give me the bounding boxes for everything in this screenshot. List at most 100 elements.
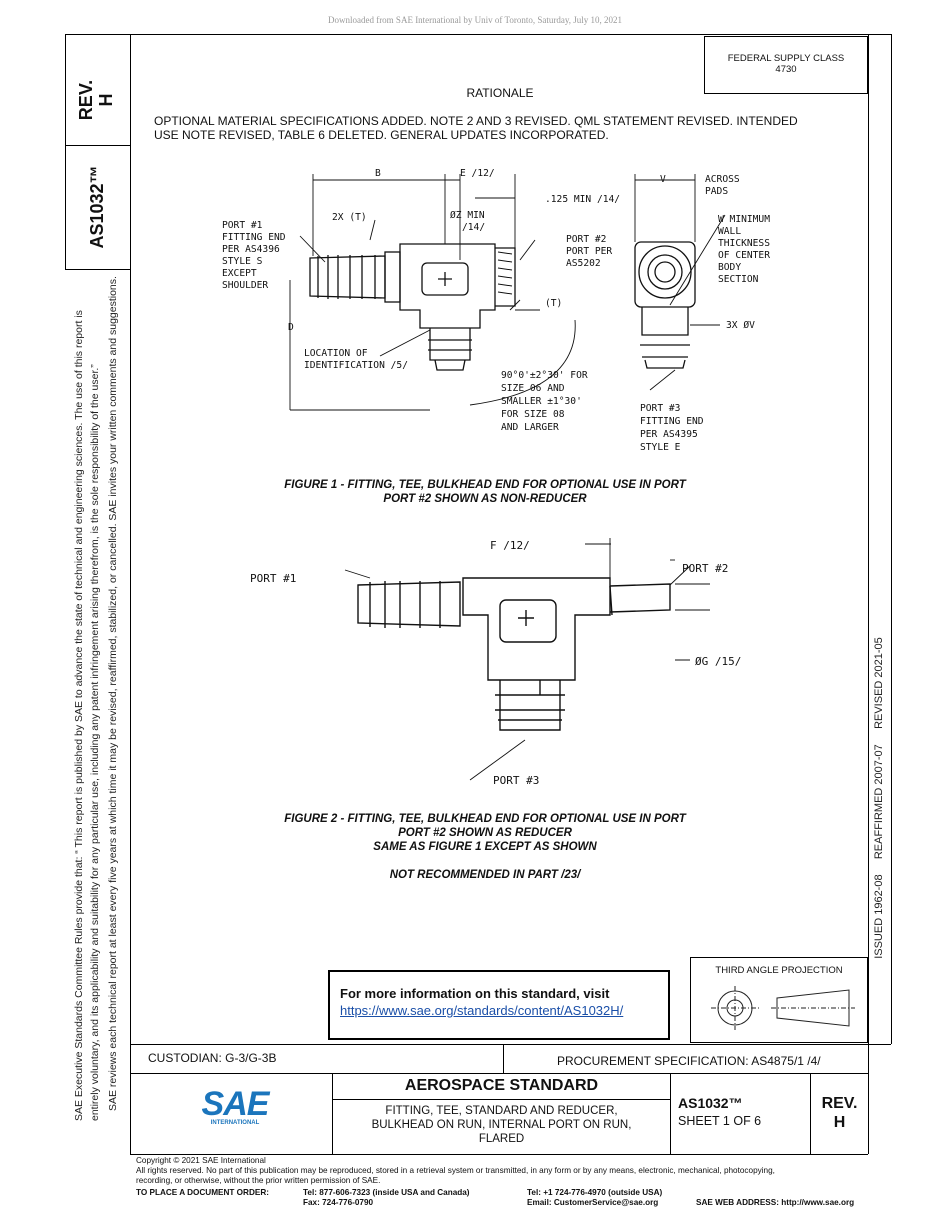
fig1-label-p1b: FITTING END: [222, 232, 286, 243]
title-line2: BULKHEAD ON RUN, INTERNAL PORT ON RUN,: [371, 1119, 632, 1131]
standard-link[interactable]: https://www.sae.org/standards/content/AS…: [340, 1003, 624, 1018]
fig1-label-e: E /12/: [460, 168, 495, 179]
frame-logo-div: [332, 1073, 333, 1154]
fig1-label-p3a: PORT #3: [640, 403, 681, 414]
frame-side-divider: [65, 145, 130, 146]
document-title: FITTING, TEE, STANDARD AND REDUCER, BULK…: [333, 1104, 670, 1146]
figure2-caption-line4: NOT RECOMMENDED IN PART /23/: [389, 869, 581, 881]
side-note-line3: SAE reviews each technical report at lea…: [107, 276, 119, 1111]
fig1-side-outer: [638, 245, 692, 299]
fig1-label-ang3: SMALLER ±1°30': [501, 396, 582, 407]
projection-symbol-icon: [711, 986, 855, 1030]
fig1-center-window: [421, 262, 469, 296]
frame-title-div: [670, 1073, 671, 1154]
frame-top: [65, 34, 892, 35]
doc-id: AS1032™: [678, 1095, 743, 1111]
fig1-label-ang2: SIZE 06 AND: [501, 383, 565, 394]
footer-tel1: Tel: 877-606-7323 (inside USA and Canada…: [303, 1188, 470, 1197]
fig1-label-p3c: PER AS4395: [640, 429, 698, 440]
third-angle-projection: THIRD ANGLE PROJECTION: [690, 957, 868, 1043]
fig1-label-p3b: FITTING END: [640, 416, 704, 427]
fig1-d-dim: [289, 280, 430, 411]
fig1-side-port3: [641, 307, 689, 336]
fig1-port2-leader: [519, 239, 536, 261]
fig2-port2-body: [609, 583, 671, 613]
projection-label: THIRD ANGLE PROJECTION: [715, 965, 843, 976]
fig1-label-across2: PADS: [705, 186, 728, 197]
fig1-label-zmin2: /14/: [462, 222, 485, 233]
fig2-g-ext: [675, 583, 710, 661]
footer-tel2: Tel: +1 724-776-4970 (outside USA): [527, 1188, 663, 1197]
download-notice: Downloaded from SAE International by Uni…: [327, 15, 623, 25]
sae-logo: SAE INTERNATIONAL: [200, 1085, 270, 1126]
fig2-port1-threads: [369, 581, 441, 628]
fig1-label-t: (T): [545, 298, 562, 309]
fig1-wall-leader: [669, 214, 726, 306]
title-line1: FITTING, TEE, STANDARD AND REDUCER,: [385, 1105, 618, 1117]
footer-web: SAE WEB ADDRESS: http://www.sae.org: [696, 1198, 855, 1207]
sae-logo-sub: INTERNATIONAL: [210, 1120, 260, 1126]
fig1-label-ang1: 90°0'±2°30' FOR: [501, 370, 588, 381]
fig1-label-wall1: W MINIMUM: [718, 214, 770, 225]
fig2-port1-body: [357, 581, 461, 627]
fig1-ext-lines: [312, 174, 516, 260]
info-text: For more information on this standard, v…: [340, 986, 610, 1001]
fig2-label-g: ØG /15/: [695, 655, 741, 668]
fig1-label-2x: 2X (T): [332, 212, 367, 223]
figure2-caption-line3: SAME AS FIGURE 1 EXCEPT AS SHOWN: [373, 841, 597, 853]
doc-id-cell: AS1032™ SHEET 1 OF 6: [678, 1095, 761, 1128]
fig1-label-wall5: BODY: [718, 262, 741, 273]
figure1-caption: FIGURE 1 - FITTING, TEE, BULKHEAD END FO…: [180, 478, 790, 506]
fig1-loc-leader: [379, 329, 431, 357]
footer: Copyright © 2021 SAE International All r…: [136, 1156, 896, 1186]
fig1-center-cross: [438, 272, 452, 286]
rev-value: H: [833, 1114, 846, 1131]
sheet-number: SHEET 1 OF 6: [678, 1114, 762, 1128]
rationale-line2: USE NOTE REVISED, TABLE 6 DELETED. GENER…: [154, 128, 609, 142]
fig2-label-p1: PORT #1: [250, 572, 296, 585]
sae-logo-text: SAE: [201, 1085, 270, 1123]
fig1-label-zmin1: ØZ MIN: [450, 209, 485, 221]
side-rev: REV. H: [76, 60, 120, 140]
fsc-line2: 4730: [775, 64, 797, 75]
footer-rights1: All rights reserved. No part of this pub…: [136, 1166, 775, 1175]
fig1-label-p1d: STYLE S: [222, 256, 263, 267]
fig1-port1-leader: [299, 235, 326, 263]
figure2-caption-line1: FIGURE 2 - FITTING, TEE, BULKHEAD END FO…: [284, 813, 686, 825]
fig1-port3-tip: [434, 359, 466, 371]
rev-cell: REV. H: [811, 1094, 868, 1132]
fig1-side-body: [634, 241, 696, 308]
frame-title-sub: [332, 1099, 670, 1100]
side-note-line2: entirely voluntary, and its applicabilit…: [89, 364, 101, 1121]
fig1-2x-leader: [369, 219, 376, 241]
frame-right-inner: [868, 34, 869, 1154]
rationale-heading: RATIONALE: [466, 86, 534, 100]
procurement-spec: PROCUREMENT SPECIFICATION: AS4875/1 /4/: [557, 1054, 821, 1068]
fig1-label-ang4: FOR SIZE 08: [501, 409, 565, 420]
figure2-drawing: F /12/ PORT #1 PORT #2 ØG /15/ PORT #3: [250, 538, 741, 787]
rev-label: REV.: [821, 1095, 858, 1112]
side-note-line1: SAE Executive Standards Committee Rules …: [73, 310, 85, 1121]
footer-email: Email: CustomerService@sae.org: [527, 1198, 659, 1207]
fig1-port1-threads: [317, 255, 376, 299]
side-rev-value: H: [96, 93, 116, 107]
fig1-label-p2c: AS5202: [566, 258, 601, 269]
fig1-label-p2b: PORT PER: [566, 246, 612, 257]
fig2-leaders: [344, 565, 691, 586]
fig1-label-p1a: PORT #1: [222, 220, 263, 231]
fig1-label-min125: .125 MIN /14/: [545, 194, 620, 205]
figure1-caption-line1: FIGURE 1 - FITTING, TEE, BULKHEAD END FO…: [284, 479, 686, 491]
fig2-label-p3: PORT #3: [493, 774, 539, 787]
fig1-port3-threads: [428, 339, 472, 351]
fig1-label-ang5: AND LARGER: [501, 422, 559, 433]
frame-left: [130, 34, 131, 1154]
fig1-port3-neck: [429, 328, 471, 361]
frame-side-bottom: [65, 269, 130, 270]
rationale-text: OPTIONAL MATERIAL SPECIFICATIONS ADDED. …: [154, 114, 844, 142]
fig1-label-p1f: SHOULDER: [222, 280, 268, 291]
fig1-dim-lines: [313, 179, 695, 199]
frame-row1-top: [130, 1044, 891, 1045]
fig1-label-p2a: PORT #2: [566, 234, 606, 245]
fig1-label-p1c: PER AS4396: [222, 244, 280, 255]
frame-bottom: [130, 1154, 868, 1155]
